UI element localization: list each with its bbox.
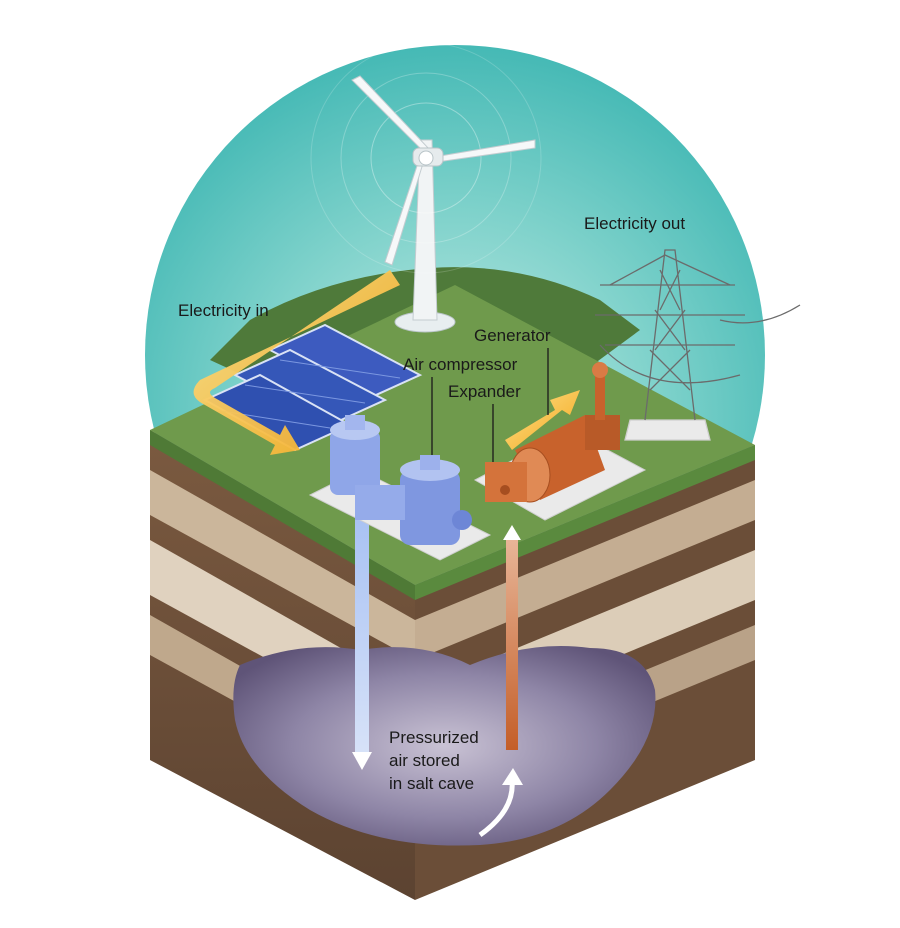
label-storage-line2: air stored — [389, 751, 460, 770]
label-storage-line1: Pressurized — [389, 728, 479, 747]
expander-body — [485, 462, 527, 502]
labels: Electricity in Electricity out Generator… — [178, 214, 685, 793]
label-generator: Generator — [474, 326, 551, 345]
air-down-arrow — [352, 752, 372, 770]
solar-panel-icon — [202, 323, 423, 452]
label-electricity-in: Electricity in — [178, 301, 269, 320]
label-electricity-out: Electricity out — [584, 214, 685, 233]
label-air-compressor: Air compressor — [403, 355, 518, 374]
air-up-arrow — [503, 525, 521, 540]
salt-cave — [233, 646, 656, 846]
wind-turbine-icon — [310, 42, 542, 333]
compressor-icon — [330, 415, 472, 545]
air-pipes — [352, 520, 523, 838]
air-out-pipe — [506, 535, 518, 750]
label-expander: Expander — [448, 382, 521, 401]
electricity-in-arrow — [193, 270, 400, 455]
transmission-tower-icon — [595, 249, 801, 441]
label-storage-line3: in salt cave — [389, 774, 474, 793]
air-in-pipe — [355, 520, 369, 755]
electricity-out-arrow — [505, 390, 580, 450]
generator-icon — [485, 362, 620, 503]
